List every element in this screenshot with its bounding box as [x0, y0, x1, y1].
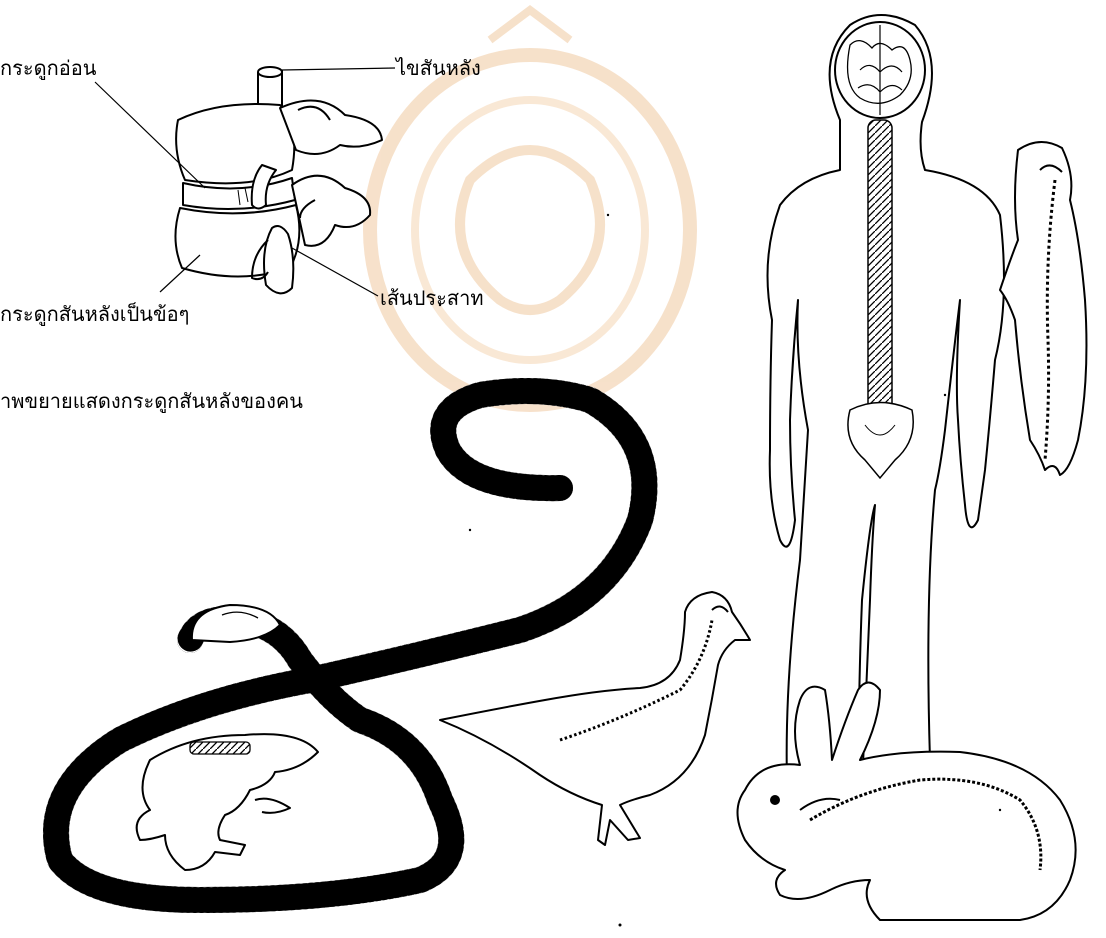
label-spinal-cord: ไขสันหลัง: [396, 52, 481, 84]
frog-silhouette: [137, 734, 318, 870]
vertebra-closeup-drawing: [175, 67, 382, 293]
fish-silhouette: [1000, 142, 1086, 475]
label-cartilage: กระดูกอ่อน: [0, 52, 96, 84]
human-brain: [835, 22, 925, 118]
label-vertebrae: กระดูกสันหลังเป็นข้อๆ: [0, 298, 189, 330]
label-nerve: เส้นประสาท: [380, 282, 484, 314]
figure-caption: าพขยายแสดงกระดูกสันหลังของคน: [0, 385, 303, 417]
